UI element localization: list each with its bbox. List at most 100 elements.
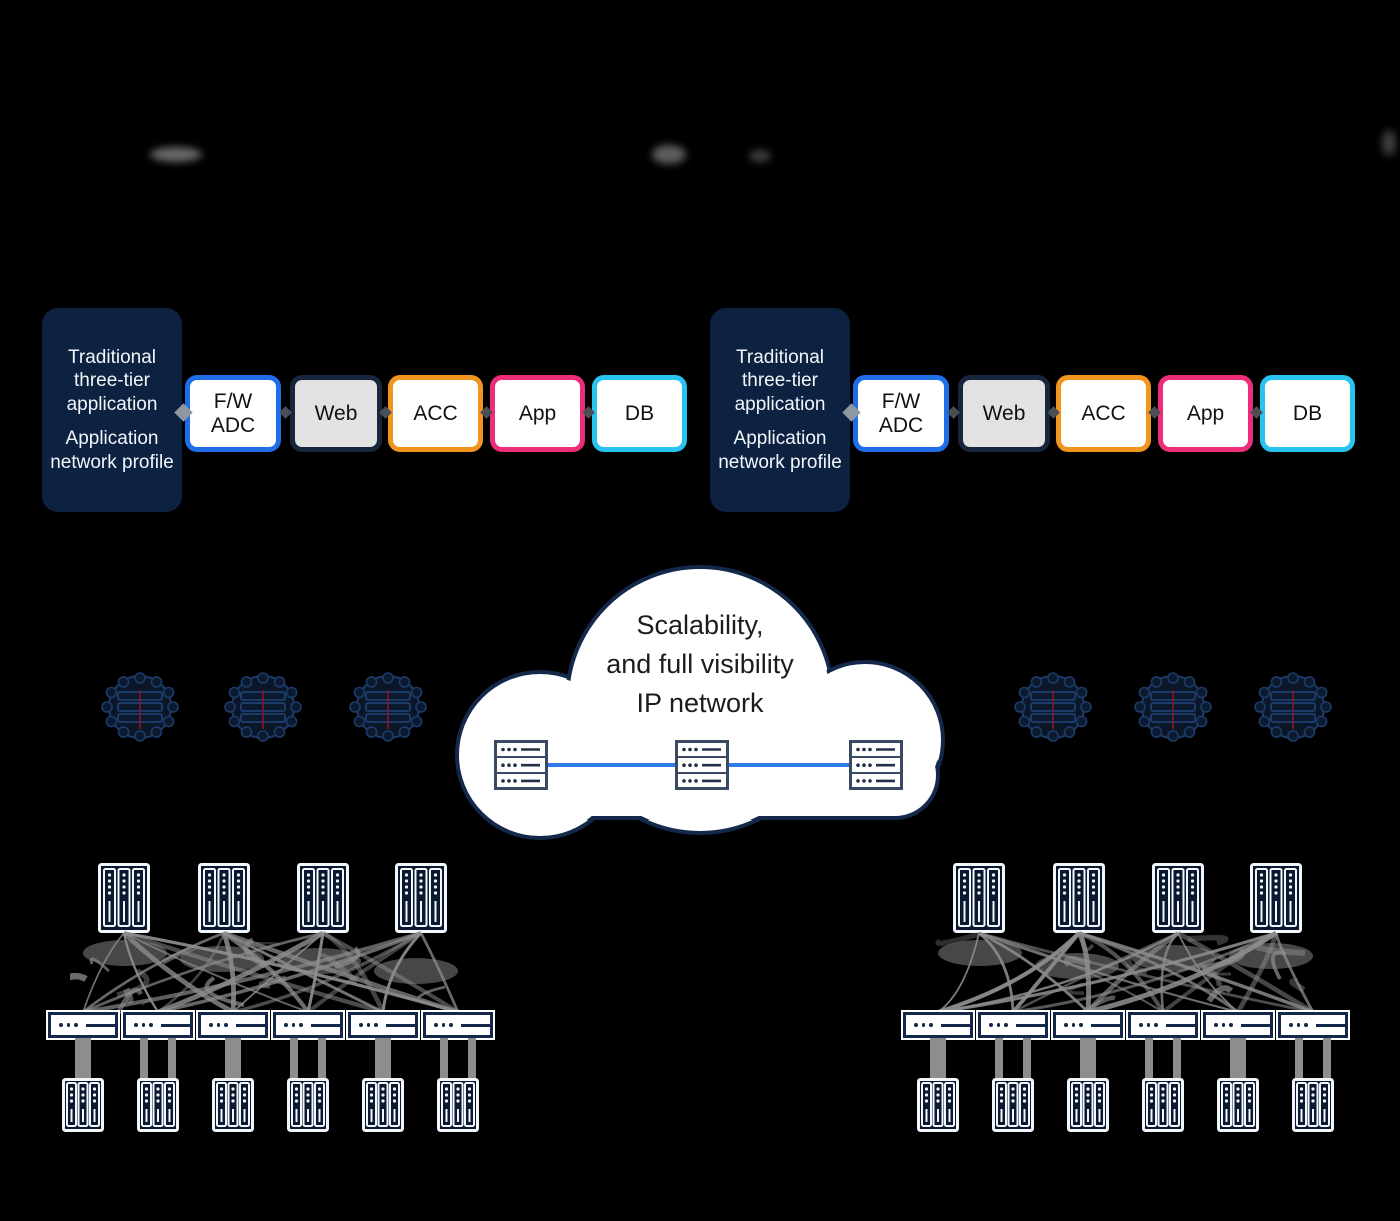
leaf-switch-icon (1053, 1012, 1123, 1038)
leaf-switch-icon (1203, 1012, 1273, 1038)
fabric-mesh-links (925, 930, 1325, 1020)
leaf-dot (1296, 1023, 1301, 1027)
tier-box-db: DB (1260, 375, 1355, 452)
spine-switch-icon (1152, 863, 1204, 938)
leaf-dot (59, 1023, 63, 1027)
rack-server-icon (137, 1078, 179, 1137)
trunk-link (995, 1038, 1003, 1078)
tier-label: App (1186, 401, 1225, 425)
gear-stack-icon (1130, 663, 1216, 749)
rack-server-icon (1292, 1078, 1334, 1137)
rack-server-icon (917, 1078, 959, 1137)
leaf-switch-icon (1278, 1012, 1348, 1038)
trunk-link (168, 1038, 176, 1078)
leaf-line (235, 1023, 266, 1027)
trunk-link (75, 1038, 91, 1078)
leaf-dot (1079, 1023, 1083, 1027)
rack-server-icon (212, 1078, 254, 1137)
leaf-dot (149, 1023, 153, 1027)
leaf-dot (1221, 1023, 1226, 1027)
spine-switch-icon (297, 863, 349, 938)
leaf-switch-icon (423, 1012, 493, 1038)
leaf-dot (929, 1023, 933, 1027)
leaf-dot (914, 1023, 918, 1027)
leaf-switch-icon (273, 1012, 343, 1038)
panel-subtitle: Application network profile (718, 427, 842, 473)
trunk-link (318, 1038, 326, 1078)
spine-switch-icon (198, 863, 250, 938)
leaf-dot (1229, 1023, 1233, 1027)
trunk-link (1230, 1038, 1246, 1078)
network-server-icon (849, 740, 903, 795)
leaf-line (310, 1023, 341, 1027)
leaf-line (85, 1023, 116, 1027)
trunk-link (290, 1038, 298, 1078)
rack-server-icon (287, 1078, 329, 1137)
leaf-switch-icon (123, 1012, 193, 1038)
leaf-dot (284, 1023, 288, 1027)
tier-box-acc: ACC (388, 375, 483, 452)
leaf-dot (141, 1023, 146, 1027)
tier-label: Web (982, 401, 1026, 425)
rack-server-icon (437, 1078, 479, 1137)
cloud-caption-line: IP network (636, 688, 764, 719)
trunk-link (1323, 1038, 1331, 1078)
leaf-dot (989, 1023, 993, 1027)
leaf-switch-icon (978, 1012, 1048, 1038)
anp-panel: Traditional three-tier application Appli… (42, 308, 182, 512)
text-remnant (150, 147, 202, 162)
fabric-mesh-links (57, 930, 470, 1020)
leaf-switch-icon (1128, 1012, 1198, 1038)
tier-label: App (518, 401, 557, 425)
tier-box-web: Web (290, 375, 382, 452)
panel-title: Traditional three-tier application (66, 346, 158, 416)
leaf-switch-icon (198, 1012, 268, 1038)
spine-switch-icon (98, 863, 150, 938)
trunk-link (1295, 1038, 1303, 1078)
gear-stack-icon (1010, 663, 1096, 749)
leaf-line (460, 1023, 491, 1027)
tier-label: F/W (213, 389, 253, 413)
leaf-dot (1304, 1023, 1308, 1027)
leaf-dot (441, 1023, 446, 1027)
leaf-line (1090, 1023, 1121, 1027)
leaf-dot (374, 1023, 378, 1027)
tier-label: Web (314, 401, 358, 425)
trunk-link (225, 1038, 241, 1078)
gear-stack-icon (1250, 663, 1336, 749)
rack-server-icon (1067, 1078, 1109, 1137)
leaf-line (1165, 1023, 1196, 1027)
cloud-caption-line: and full visibility (606, 649, 794, 680)
leaf-dot (291, 1023, 296, 1027)
trunk-link (140, 1038, 148, 1078)
leaf-dot (449, 1023, 453, 1027)
leaf-dot (299, 1023, 303, 1027)
trunk-link (375, 1038, 391, 1078)
leaf-dot (1154, 1023, 1158, 1027)
leaf-dot (434, 1023, 438, 1027)
leaf-line (1240, 1023, 1271, 1027)
tier-label: DB (1292, 401, 1323, 425)
tier-box-db: DB (592, 375, 687, 452)
leaf-dot (359, 1023, 363, 1027)
leaf-dot (1064, 1023, 1068, 1027)
text-remnant (1382, 130, 1396, 156)
leaf-dot (216, 1023, 221, 1027)
spine-switch-icon (1250, 863, 1302, 938)
leaf-switch-icon (348, 1012, 418, 1038)
tier-label: ADC (878, 413, 924, 437)
spine-switch-icon (395, 863, 447, 938)
trunk-link (1023, 1038, 1031, 1078)
leaf-dot (209, 1023, 213, 1027)
spine-switch-icon (953, 863, 1005, 938)
leaf-line (385, 1023, 416, 1027)
leaf-dot (66, 1023, 71, 1027)
spine-switch-icon (1053, 863, 1105, 938)
tier-label: DB (624, 401, 655, 425)
leaf-dot (1139, 1023, 1143, 1027)
cloud-caption: Scalability, and full visibility IP netw… (550, 606, 850, 723)
leaf-dot (134, 1023, 138, 1027)
trunk-link (468, 1038, 476, 1078)
